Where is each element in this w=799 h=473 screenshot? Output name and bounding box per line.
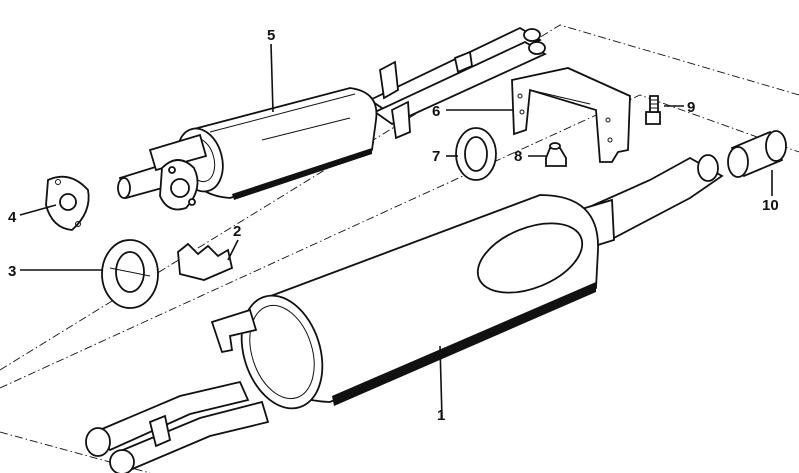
callout-3: 3	[8, 263, 16, 280]
callout-6: 6	[432, 103, 440, 120]
callout-5: 5	[267, 27, 275, 44]
callout-1: 1	[437, 407, 445, 424]
callout-9: 9	[687, 99, 695, 116]
rubber-ring-hanger	[101, 239, 159, 309]
leader-lines	[19, 43, 773, 419]
front-silencer-assembly	[117, 26, 547, 211]
clamp-bracket	[177, 242, 234, 281]
callout-2: 2	[233, 223, 241, 240]
rear-silencer	[85, 154, 724, 473]
flange-gasket	[45, 175, 90, 231]
hex-bolt	[645, 95, 661, 125]
gasket-ring	[455, 127, 497, 181]
callout-10: 10	[762, 197, 779, 214]
pipe-sleeve	[727, 130, 787, 178]
callout-labels: 1 2 3 4 5 6 7 8 9 10	[8, 27, 779, 424]
callout-8: 8	[514, 148, 522, 165]
callout-4: 4	[8, 209, 17, 226]
mounting-bracket	[511, 67, 631, 163]
callout-7: 7	[432, 148, 440, 165]
rubber-mount	[545, 142, 567, 167]
